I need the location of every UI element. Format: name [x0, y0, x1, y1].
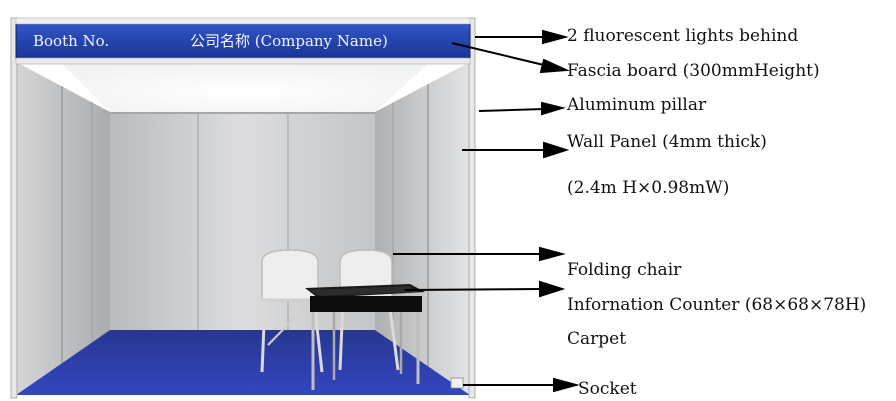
ceiling-light — [60, 62, 430, 112]
company-name-label: 公司名称 (Company Name) — [190, 32, 388, 50]
fascia-board — [15, 23, 471, 59]
arrow-fascia — [451, 42, 549, 67]
arrow-lights-head — [542, 29, 569, 45]
label-aluminum-pillar: Aluminum pillar — [567, 95, 707, 115]
fascia-top-frame — [15, 17, 471, 25]
right-pillar — [468, 17, 476, 399]
arrow-pillar-head — [541, 101, 566, 116]
arrow-wall-head — [543, 141, 570, 159]
information-counter — [305, 284, 425, 390]
arrow-counter-head — [539, 280, 566, 298]
left-pillar — [10, 17, 18, 399]
label-carpet: Carpet — [567, 329, 627, 349]
label-wall-panel: Wall Panel (4mm thick) — [567, 132, 767, 152]
carpet — [16, 330, 470, 395]
pointer-arrows — [393, 29, 580, 393]
arrow-pillar — [478, 108, 545, 112]
arrow-fascia-head — [539, 58, 570, 74]
arrow-chair-head — [539, 246, 566, 262]
label-folding-chair: Folding chair — [567, 260, 682, 280]
label-fluorescent-lights: 2 fluorescent lights behind — [567, 26, 799, 46]
left-wall — [16, 62, 110, 395]
arrow-socket-head — [553, 377, 580, 393]
label-fascia-board: Fascia board (300mmHeight) — [567, 61, 820, 81]
arrow-counter — [404, 288, 543, 291]
label-socket: Socket — [578, 379, 637, 399]
socket — [450, 377, 464, 389]
label-wall-size: (2.4m H×0.98mW) — [567, 178, 730, 198]
booth-number-label: Booth No. — [33, 32, 110, 50]
fascia-frame — [15, 57, 471, 65]
label-information-counter: Infornation Counter (68×68×78H) — [567, 295, 867, 315]
